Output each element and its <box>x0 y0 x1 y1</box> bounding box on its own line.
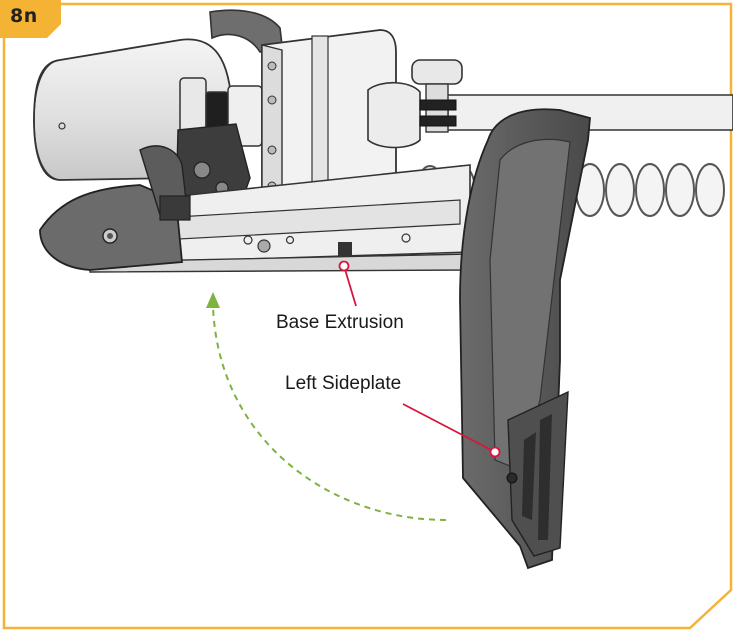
callout-marker-icon <box>338 260 350 272</box>
callout-base-extrusion-pointer <box>338 260 357 307</box>
step-badge: 8n <box>0 0 61 38</box>
left-sideplate <box>459 108 591 570</box>
callout-left-sideplate-pointer <box>402 403 501 458</box>
label-left-sideplate: Left Sideplate <box>285 373 402 394</box>
label-base-extrusion: Base Extrusion <box>276 312 404 333</box>
mount-base <box>39 145 191 271</box>
control-box <box>261 29 397 211</box>
motion-arrow-icon <box>206 292 447 521</box>
step-number: 8n <box>10 5 38 27</box>
clamp-knob <box>367 59 463 149</box>
